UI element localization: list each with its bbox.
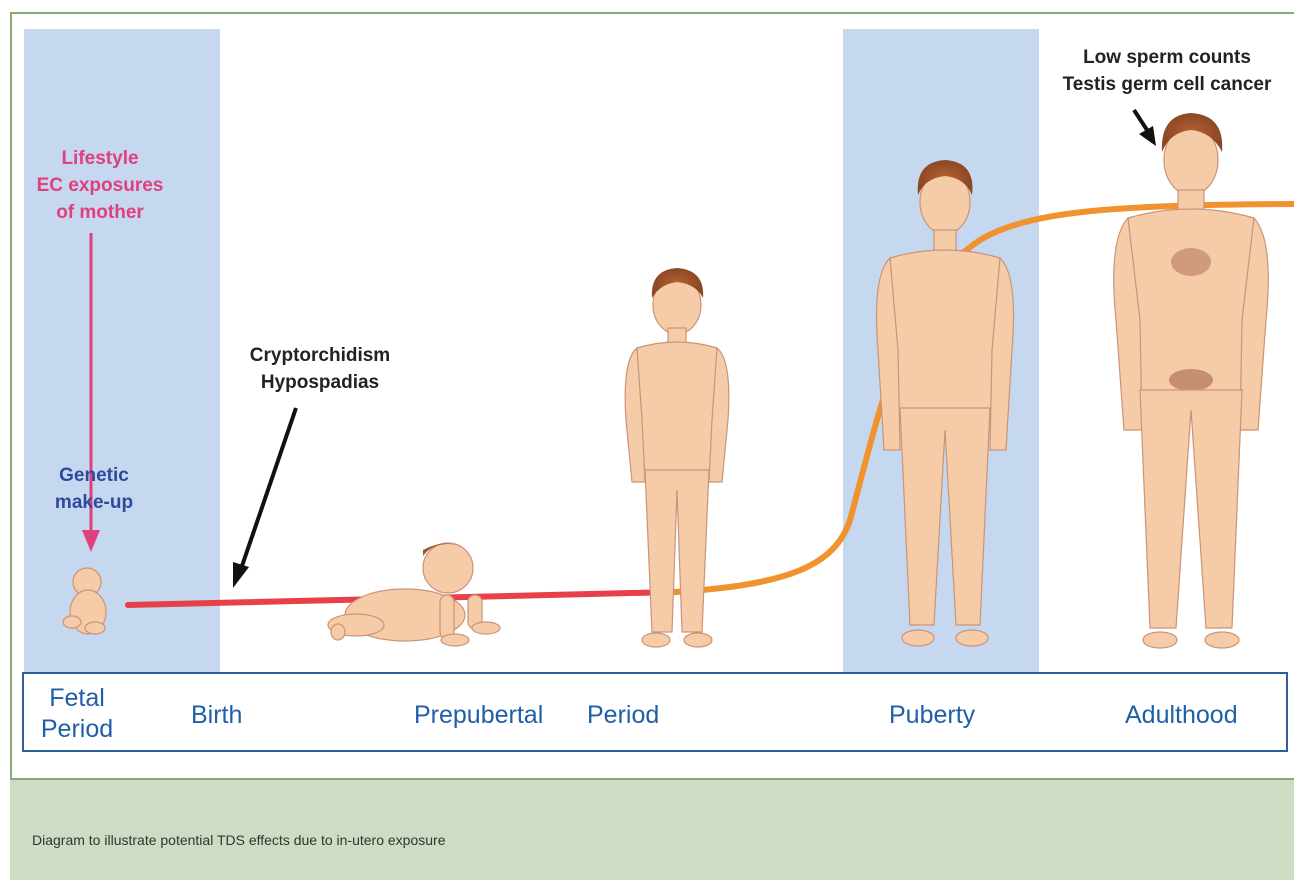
stage-prepubertal: Prepubertal [414, 700, 543, 731]
stage-adulthood: Adulthood [1125, 700, 1238, 731]
stage-fetal-line-1: Fetal [32, 683, 122, 714]
birth-defects-label: Cryptorchidism Hypospadias [220, 342, 420, 396]
fetus-figure [63, 568, 106, 634]
stage-puberty: Puberty [889, 700, 975, 731]
caption-panel: Diagram to illustrate potential TDS effe… [10, 778, 1294, 880]
maternal-line-1: Lifestyle [10, 145, 190, 172]
crawling-baby-figure [328, 543, 500, 646]
adult-effects-label: Low sperm counts Testis germ cell cancer [1032, 44, 1294, 98]
maternal-line-2: EC exposures [10, 172, 190, 199]
genetic-line-2: make-up [24, 489, 164, 516]
stage-birth: Birth [191, 700, 242, 731]
adult-effects-line-2: Testis germ cell cancer [1032, 71, 1294, 98]
stage-fetal-period: Fetal Period [32, 683, 122, 745]
adult-man-figure [1114, 113, 1269, 648]
stage-timeline: Fetal Period Birth Prepubertal Period Pu… [22, 672, 1288, 752]
genetic-makeup-label: Genetic make-up [24, 462, 164, 516]
maternal-exposure-label: Lifestyle EC exposures of mother [10, 145, 190, 226]
birth-defects-line-1: Cryptorchidism [220, 342, 420, 369]
genetic-line-1: Genetic [24, 462, 164, 489]
birth-defects-line-2: Hypospadias [220, 369, 420, 396]
adult-effects-line-1: Low sperm counts [1032, 44, 1294, 71]
maternal-line-3: of mother [10, 199, 190, 226]
stage-fetal-line-2: Period [32, 714, 122, 745]
birth-defects-arrow [233, 408, 296, 588]
stage-period: Period [587, 700, 659, 731]
adult-effects-arrow [1134, 110, 1156, 146]
figure-caption: Diagram to illustrate potential TDS effe… [32, 832, 445, 848]
